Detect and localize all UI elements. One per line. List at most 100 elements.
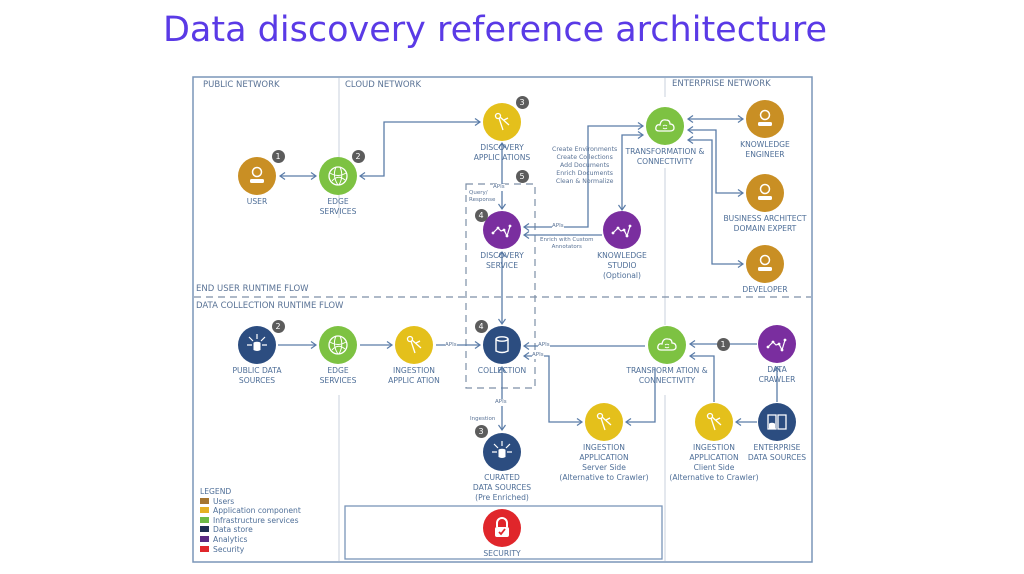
step-badge: 2 — [271, 319, 285, 333]
apis-label: APIs — [532, 352, 544, 359]
discovery-service-node[interactable]: DISCOVERY SERVICE — [437, 211, 567, 271]
legend-item: Infrastructure services — [200, 516, 301, 526]
user-node[interactable]: USER — [192, 157, 322, 207]
compass-icon — [395, 326, 433, 364]
legend-swatch — [200, 526, 209, 533]
node-label: INGESTION APPLICATION Client Side (Alter… — [669, 443, 759, 482]
apis-label: APIs — [445, 342, 457, 349]
compass-icon — [585, 403, 623, 441]
node-label: DEVELOPER — [742, 285, 788, 294]
region-cloud-network: CLOUD NETWORK — [345, 80, 422, 90]
apis-label: APIs — [538, 342, 550, 349]
knowledge-engineer-node[interactable]: KNOWLEDGE ENGINEER — [700, 100, 830, 160]
knowledge-studio-node[interactable]: KNOWLEDGE STUDIO (Optional) — [557, 211, 687, 281]
node-label: CURATED DATA SOURCES (Pre Enriched) — [472, 473, 532, 502]
legend-swatch — [200, 507, 209, 514]
region-end-user-flow: END USER RUNTIME FLOW — [196, 284, 309, 294]
person-icon — [746, 174, 784, 212]
legend-item: Security — [200, 545, 301, 555]
node-label: TRANSFORMATION & CONNECTIVITY — [625, 147, 705, 166]
business-architect-node[interactable]: BUSINESS ARCHITECT DOMAIN EXPERT — [700, 174, 830, 234]
legend-label: Users — [213, 496, 235, 506]
collection-node[interactable]: COLLECTION — [437, 326, 567, 376]
step-badge: 4 — [474, 319, 488, 333]
book-database-icon — [758, 403, 796, 441]
legend-item: Analytics — [200, 535, 301, 545]
legend-swatch — [200, 497, 209, 504]
transformation-tasks: Create Environments Create Collections A… — [552, 146, 618, 185]
legend-item: Users — [200, 497, 301, 507]
node-label: EDGE SERVICES — [319, 197, 357, 216]
edge-services-node[interactable]: EDGE SERVICES — [273, 157, 403, 217]
legend-item: Application component — [200, 506, 301, 516]
graph-icon — [483, 211, 521, 249]
curated-data-sources-node[interactable]: CURATED DATA SOURCES (Pre Enriched) — [437, 433, 567, 503]
legend-title: LEGEND — [200, 487, 232, 496]
node-label: DATA CRAWLER — [758, 365, 796, 384]
database-ingest-icon — [483, 433, 521, 471]
edge-services-node[interactable]: EDGE SERVICES — [273, 326, 403, 386]
legend: LEGEND Users Application component Infra… — [200, 487, 301, 554]
query-response-label: Query/ Response — [469, 190, 496, 204]
legend-item: Data store — [200, 525, 301, 535]
node-label: USER — [246, 197, 268, 206]
apis-label: APIs — [495, 399, 507, 406]
person-icon — [238, 157, 276, 195]
region-enterprise-network: ENTERPRISE NETWORK — [672, 79, 771, 89]
node-label: PUBLIC DATA SOURCES — [232, 366, 282, 385]
ingestion-label: Ingestion — [470, 416, 496, 423]
legend-label: Data store — [213, 525, 253, 535]
region-public-network: PUBLIC NETWORK — [203, 80, 280, 90]
enterprise-data-sources-node[interactable]: ENTERPRISE DATA SOURCES — [712, 403, 842, 463]
node-label: DISCOVERY SERVICE — [480, 251, 524, 270]
node-label: KNOWLEDGE ENGINEER — [740, 140, 790, 159]
node-label: DISCOVERY APPLIC ATIONS — [473, 143, 531, 162]
transformation-node[interactable]: TRANSFORM ATION & CONNECTIVITY — [602, 326, 732, 386]
globe-icon — [319, 157, 357, 195]
database-ingest-icon — [238, 326, 276, 364]
lock-icon — [483, 509, 521, 547]
node-label: TRANSFORM ATION & CONNECTIVITY — [626, 366, 708, 385]
transformation-node[interactable]: TRANSFORMATION & CONNECTIVITY — [600, 107, 730, 167]
legend-label: Analytics — [213, 534, 248, 544]
node-label: EDGE SERVICES — [319, 366, 357, 385]
data-crawler-node[interactable]: DATA CRAWLER — [712, 325, 842, 385]
graph-icon — [603, 211, 641, 249]
legend-label: Security — [213, 544, 245, 554]
compass-icon — [483, 103, 521, 141]
legend-swatch — [200, 516, 209, 523]
node-label: KNOWLEDGE STUDIO (Optional) — [597, 251, 647, 280]
database-icon — [483, 326, 521, 364]
node-label: INGESTION APPLIC ATION — [388, 366, 440, 385]
ingestion-server-node[interactable]: INGESTION APPLICATION Server Side (Alter… — [539, 403, 669, 483]
node-label: ENTERPRISE DATA SOURCES — [747, 443, 807, 462]
apis-label: APIs — [552, 223, 564, 230]
legend-label: Infrastructure services — [213, 515, 299, 525]
node-label: INGESTION APPLICATION Server Side (Alter… — [559, 443, 649, 482]
node-label: SECURITY — [483, 549, 521, 558]
step-badge: 5 — [515, 169, 529, 183]
cloud-icon — [646, 107, 684, 145]
ingestion-client-node[interactable]: INGESTION APPLICATION Client Side (Alter… — [649, 403, 779, 483]
legend-swatch — [200, 535, 209, 542]
legend-label: Application component — [213, 506, 301, 516]
page-title: Data discovery reference architecture — [162, 10, 828, 50]
graph-icon — [758, 325, 796, 363]
node-label: BUSINESS ARCHITECT DOMAIN EXPERT — [723, 214, 807, 233]
developer-node[interactable]: DEVELOPER — [700, 245, 830, 295]
globe-icon — [319, 326, 357, 364]
legend-swatch — [200, 545, 209, 552]
node-label: COLLECTION — [477, 366, 527, 375]
step-badge: 2 — [351, 149, 365, 163]
ingestion-application-node[interactable]: INGESTION APPLIC ATION — [349, 326, 479, 386]
apis-label: APIs — [493, 184, 505, 191]
cloud-icon — [648, 326, 686, 364]
security-node[interactable]: SECURITY — [437, 509, 567, 559]
person-icon — [746, 245, 784, 283]
step-badge: 4 — [474, 208, 488, 222]
enrich-label: Enrich with Custom Annotators — [540, 237, 594, 251]
public-data-sources-node[interactable]: PUBLIC DATA SOURCES — [192, 326, 322, 386]
discovery-applications-node[interactable]: DISCOVERY APPLIC ATIONS — [437, 103, 567, 163]
person-icon — [746, 100, 784, 138]
step-badge: 1 — [716, 337, 730, 351]
